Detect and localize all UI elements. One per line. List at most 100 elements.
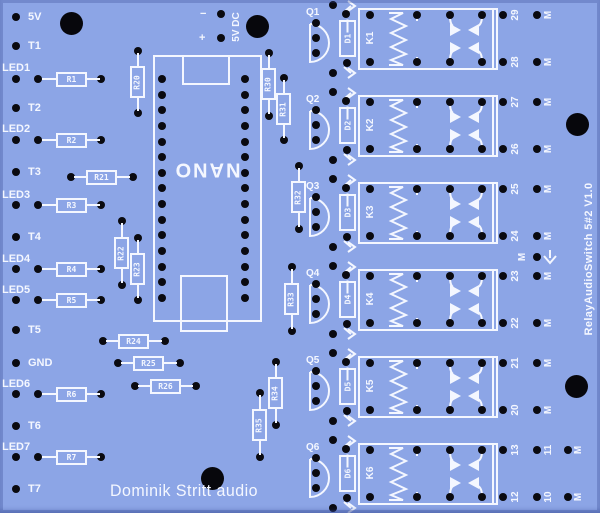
solder-pad — [34, 201, 42, 209]
solder-pad — [342, 10, 350, 18]
led-label: LED5 — [2, 284, 31, 296]
solder-pad — [97, 296, 105, 304]
solder-pad — [499, 446, 507, 454]
solder-pad — [366, 319, 374, 327]
relay-label: K3 — [365, 205, 376, 219]
solder-pad — [413, 446, 421, 454]
transistor-label: Q6 — [306, 442, 320, 453]
solder-pad — [134, 234, 142, 242]
pad-marker: M — [543, 318, 554, 328]
solder-pad — [12, 296, 20, 304]
solder-pad — [329, 436, 337, 444]
solder-pad — [329, 262, 337, 270]
diode-outline: D3 — [339, 193, 356, 231]
diode-outline: D2 — [339, 106, 356, 144]
solder-pad — [295, 225, 303, 233]
solder-pad — [158, 75, 166, 83]
solder-pad — [413, 185, 421, 193]
resistor-label: R7 — [66, 453, 77, 462]
led-label: LED4 — [2, 253, 31, 265]
solder-pad — [312, 295, 320, 303]
solder-pad — [413, 359, 421, 367]
relay-outline — [358, 95, 498, 157]
trace — [283, 125, 285, 138]
solder-pad — [288, 263, 296, 271]
solder-pad — [343, 494, 351, 502]
solder-pad — [97, 201, 105, 209]
solder-pad — [533, 359, 541, 367]
solder-pad — [343, 146, 351, 154]
solder-pad — [97, 390, 105, 398]
solder-pad — [366, 185, 374, 193]
solder-pad — [499, 11, 507, 19]
solder-pad — [97, 453, 105, 461]
pad-marker: M — [543, 405, 554, 415]
solder-pad — [158, 200, 166, 209]
solder-pad — [343, 407, 351, 415]
solder-pad — [158, 293, 166, 302]
solder-pad — [533, 185, 541, 193]
solder-pad — [295, 162, 303, 170]
solder-pad — [12, 233, 20, 241]
pad-marker: M — [573, 445, 584, 455]
trace — [121, 269, 123, 283]
solder-pad — [413, 11, 421, 19]
solder-pad — [241, 231, 249, 240]
resistor-label: R30 — [264, 76, 274, 92]
solder-pad — [217, 34, 225, 42]
relay-label: K1 — [365, 31, 376, 45]
trace — [87, 268, 100, 270]
solder-pad — [272, 421, 280, 429]
solder-pad — [34, 75, 42, 83]
resistor-label: R26 — [158, 382, 173, 391]
relay-label: K2 — [365, 118, 376, 132]
pad-number: 21 — [510, 357, 521, 369]
solder-pad — [343, 59, 351, 67]
solder-pad — [413, 493, 421, 501]
solder-pad — [134, 47, 142, 55]
trace — [121, 223, 123, 237]
resistor-r5: R5 — [56, 293, 87, 308]
solder-pad — [241, 153, 249, 162]
pin-label-t3: T3 — [28, 166, 41, 178]
resistor-r24: R24 — [118, 334, 149, 349]
solder-pad — [97, 136, 105, 144]
solder-pad — [241, 247, 249, 256]
resistor-r2: R2 — [56, 133, 87, 148]
trace — [259, 441, 261, 455]
solder-pad — [12, 136, 20, 144]
solder-pad — [97, 75, 105, 83]
trace — [121, 362, 133, 364]
solder-pad — [241, 90, 249, 99]
resistor-label: R23 — [133, 261, 143, 277]
resistor-label: R21 — [94, 173, 109, 182]
signal-arrow-icon — [343, 327, 357, 340]
solder-pad — [446, 98, 454, 106]
solder-pad — [413, 272, 421, 280]
solder-pad — [34, 265, 42, 273]
solder-pad — [366, 359, 374, 367]
solder-pad — [329, 330, 337, 338]
solder-pad — [34, 453, 42, 461]
solder-pad — [499, 272, 507, 280]
led-label: LED7 — [2, 441, 31, 453]
solder-pad — [312, 310, 320, 318]
solder-pad — [12, 104, 20, 112]
resistor-r23: R23 — [130, 253, 145, 285]
solder-pad — [241, 278, 249, 287]
resistor-r1: R1 — [56, 72, 87, 87]
solder-pad — [312, 121, 320, 129]
solder-pad — [158, 90, 166, 99]
pad-number: 13 — [510, 444, 521, 456]
diode-label: D4 — [342, 294, 352, 305]
trace — [291, 315, 293, 329]
trace — [164, 362, 177, 364]
solder-pad — [446, 272, 454, 280]
transistor-label: Q1 — [306, 7, 320, 18]
solder-pad — [241, 168, 249, 177]
solder-pad — [12, 75, 20, 83]
solder-pad — [118, 281, 126, 289]
solder-pad — [366, 493, 374, 501]
trace — [42, 78, 57, 80]
